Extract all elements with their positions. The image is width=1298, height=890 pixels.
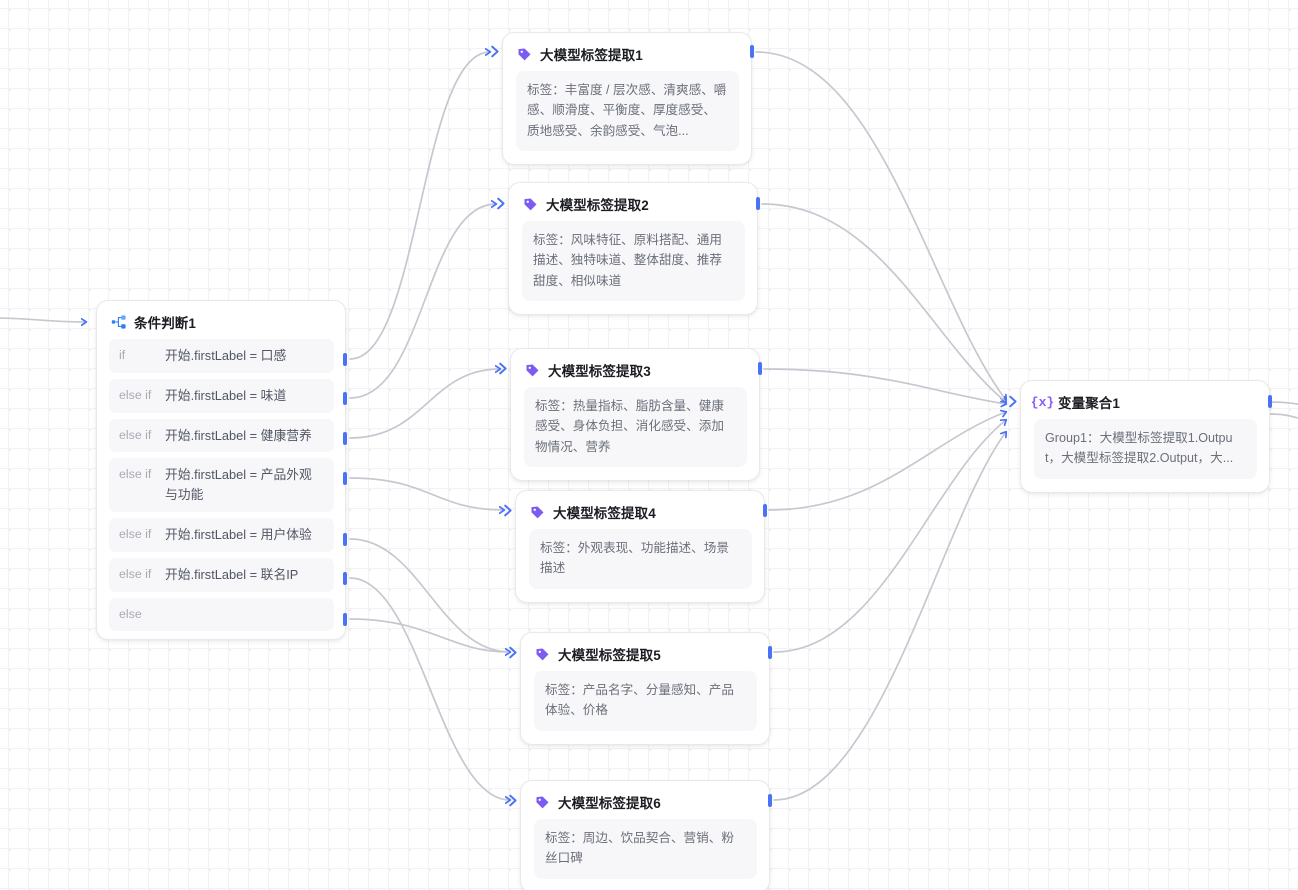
condition-row[interactable]: else if 开始.firstLabel = 用户体验 bbox=[109, 518, 334, 552]
node-llm-4-output-port[interactable] bbox=[763, 504, 767, 517]
node-llm-4-input-port[interactable] bbox=[503, 504, 516, 517]
condition-row-key: else bbox=[119, 606, 142, 621]
node-llm-3-input-port[interactable] bbox=[498, 362, 511, 375]
tag-icon bbox=[516, 46, 533, 63]
node-llm-4-title: 大模型标签提取4 bbox=[553, 506, 656, 521]
condition-output-port-elseif1[interactable] bbox=[343, 392, 347, 405]
node-llm-5[interactable]: 大模型标签提取5 标签：产品名字、分量感知、产品体验、价格 bbox=[520, 632, 770, 745]
node-llm-4-header: 大模型标签提取4 bbox=[516, 491, 764, 529]
tag-icon bbox=[524, 362, 541, 379]
condition-row-key: if bbox=[119, 348, 126, 362]
condition-row[interactable]: else bbox=[109, 597, 334, 632]
node-llm-6-header: 大模型标签提取6 bbox=[521, 781, 769, 819]
condition-row[interactable]: else if 开始.firstLabel = 味道 bbox=[109, 378, 334, 413]
tag-icon bbox=[534, 794, 551, 811]
condition-output-port-elseif3[interactable] bbox=[343, 472, 347, 485]
tag-icon bbox=[529, 504, 546, 521]
condition-output-port-elseif4[interactable] bbox=[343, 533, 347, 546]
branch-icon bbox=[110, 314, 127, 331]
node-llm-5-title: 大模型标签提取5 bbox=[558, 648, 661, 663]
condition-row-value: 开始.firstLabel = 产品外观与功能 bbox=[165, 467, 312, 503]
node-variable-aggregate-input-port[interactable] bbox=[1008, 395, 1021, 408]
condition-row-value: 开始.firstLabel = 用户体验 bbox=[165, 527, 312, 543]
node-llm-2-input-port[interactable] bbox=[496, 197, 509, 210]
condition-row-key: else if bbox=[119, 427, 152, 442]
node-variable-aggregate-title: 变量聚合1 bbox=[1058, 396, 1121, 411]
node-condition-header: 条件判断1 bbox=[97, 301, 345, 339]
condition-row[interactable]: else if 开始.firstLabel = 联名IP bbox=[109, 557, 334, 592]
condition-row-value: 开始.firstLabel = 味道 bbox=[165, 387, 287, 403]
condition-row-value: 开始.firstLabel = 口感 bbox=[165, 348, 287, 363]
condition-row-value: 开始.firstLabel = 联名IP bbox=[165, 566, 299, 582]
node-llm-1-output-port[interactable] bbox=[750, 45, 754, 58]
node-llm-2-title: 大模型标签提取2 bbox=[546, 198, 649, 213]
tag-icon bbox=[534, 646, 551, 663]
condition-row-key: else if bbox=[119, 467, 152, 482]
node-llm-5-output-port[interactable] bbox=[768, 646, 772, 659]
condition-output-port-elseif2[interactable] bbox=[343, 432, 347, 445]
node-llm-1-title: 大模型标签提取1 bbox=[540, 48, 643, 63]
node-llm-5-header: 大模型标签提取5 bbox=[521, 633, 769, 671]
node-llm-1-body: 标签：丰富度 / 层次感、清爽感、嚼感、顺滑度、平衡度、厚度感受、质地感受、余韵… bbox=[516, 71, 739, 152]
node-condition-title: 条件判断1 bbox=[134, 316, 197, 331]
node-llm-3[interactable]: 大模型标签提取3 标签：热量指标、脂肪含量、健康感受、身体负担、消化感受、添加物… bbox=[510, 348, 760, 482]
node-llm-3-title: 大模型标签提取3 bbox=[548, 364, 651, 379]
node-variable-aggregate[interactable]: {x} 变量聚合1 Group1：大模型标签提取1.Output，大模型标签提取… bbox=[1020, 380, 1270, 493]
node-llm-1-input-port[interactable] bbox=[490, 45, 503, 58]
condition-row-key: else if bbox=[119, 387, 152, 402]
node-llm-3-output-port[interactable] bbox=[758, 362, 762, 375]
node-llm-6-input-port[interactable] bbox=[508, 794, 521, 807]
variable-braces-icon: {x} bbox=[1030, 394, 1055, 410]
node-llm-6-body: 标签：周边、饮品契合、营销、粉丝口碑 bbox=[534, 819, 757, 879]
condition-output-port-if[interactable] bbox=[343, 353, 347, 366]
node-condition[interactable]: 条件判断1 if 开始.firstLabel = 口感 else if 开始.f… bbox=[96, 300, 346, 640]
node-llm-3-header: 大模型标签提取3 bbox=[511, 349, 759, 387]
node-llm-2-header: 大模型标签提取2 bbox=[509, 183, 757, 221]
node-llm-1-header: 大模型标签提取1 bbox=[503, 33, 751, 71]
condition-row[interactable]: else if 开始.firstLabel = 产品外观与功能 bbox=[109, 458, 334, 513]
condition-row-key: else if bbox=[119, 527, 152, 542]
node-llm-5-body: 标签：产品名字、分量感知、产品体验、价格 bbox=[534, 671, 757, 731]
node-llm-6-title: 大模型标签提取6 bbox=[558, 796, 661, 811]
node-llm-4-body: 标签：外观表现、功能描述、场景描述 bbox=[529, 529, 752, 589]
node-variable-aggregate-body: Group1：大模型标签提取1.Output，大模型标签提取2.Output，大… bbox=[1034, 419, 1257, 479]
node-llm-2-output-port[interactable] bbox=[756, 197, 760, 210]
condition-row-key: else if bbox=[119, 566, 152, 581]
tag-icon bbox=[522, 196, 539, 213]
node-llm-2[interactable]: 大模型标签提取2 标签：风味特征、原料搭配、通用描述、独特味道、整体甜度、推荐甜… bbox=[508, 182, 758, 316]
node-llm-1[interactable]: 大模型标签提取1 标签：丰富度 / 层次感、清爽感、嚼感、顺滑度、平衡度、厚度感… bbox=[502, 32, 752, 166]
node-llm-3-body: 标签：热量指标、脂肪含量、健康感受、身体负担、消化感受、添加物情况、营养 bbox=[524, 387, 747, 468]
node-llm-4[interactable]: 大模型标签提取4 标签：外观表现、功能描述、场景描述 bbox=[515, 490, 765, 603]
condition-row-value: 开始.firstLabel = 健康营养 bbox=[165, 427, 312, 443]
node-llm-5-input-port[interactable] bbox=[508, 646, 521, 659]
node-llm-2-body: 标签：风味特征、原料搭配、通用描述、独特味道、整体甜度、推荐甜度、相似味道 bbox=[522, 221, 745, 302]
condition-row[interactable]: else if 开始.firstLabel = 健康营养 bbox=[109, 418, 334, 453]
condition-row[interactable]: if 开始.firstLabel = 口感 bbox=[109, 339, 334, 373]
condition-output-port-else[interactable] bbox=[343, 613, 347, 626]
node-llm-6-output-port[interactable] bbox=[768, 794, 772, 807]
node-llm-6[interactable]: 大模型标签提取6 标签：周边、饮品契合、营销、粉丝口碑 bbox=[520, 780, 770, 890]
node-variable-aggregate-output-port[interactable] bbox=[1268, 395, 1272, 408]
node-variable-aggregate-header: {x} 变量聚合1 bbox=[1021, 381, 1269, 419]
condition-output-port-elseif5[interactable] bbox=[343, 572, 347, 585]
